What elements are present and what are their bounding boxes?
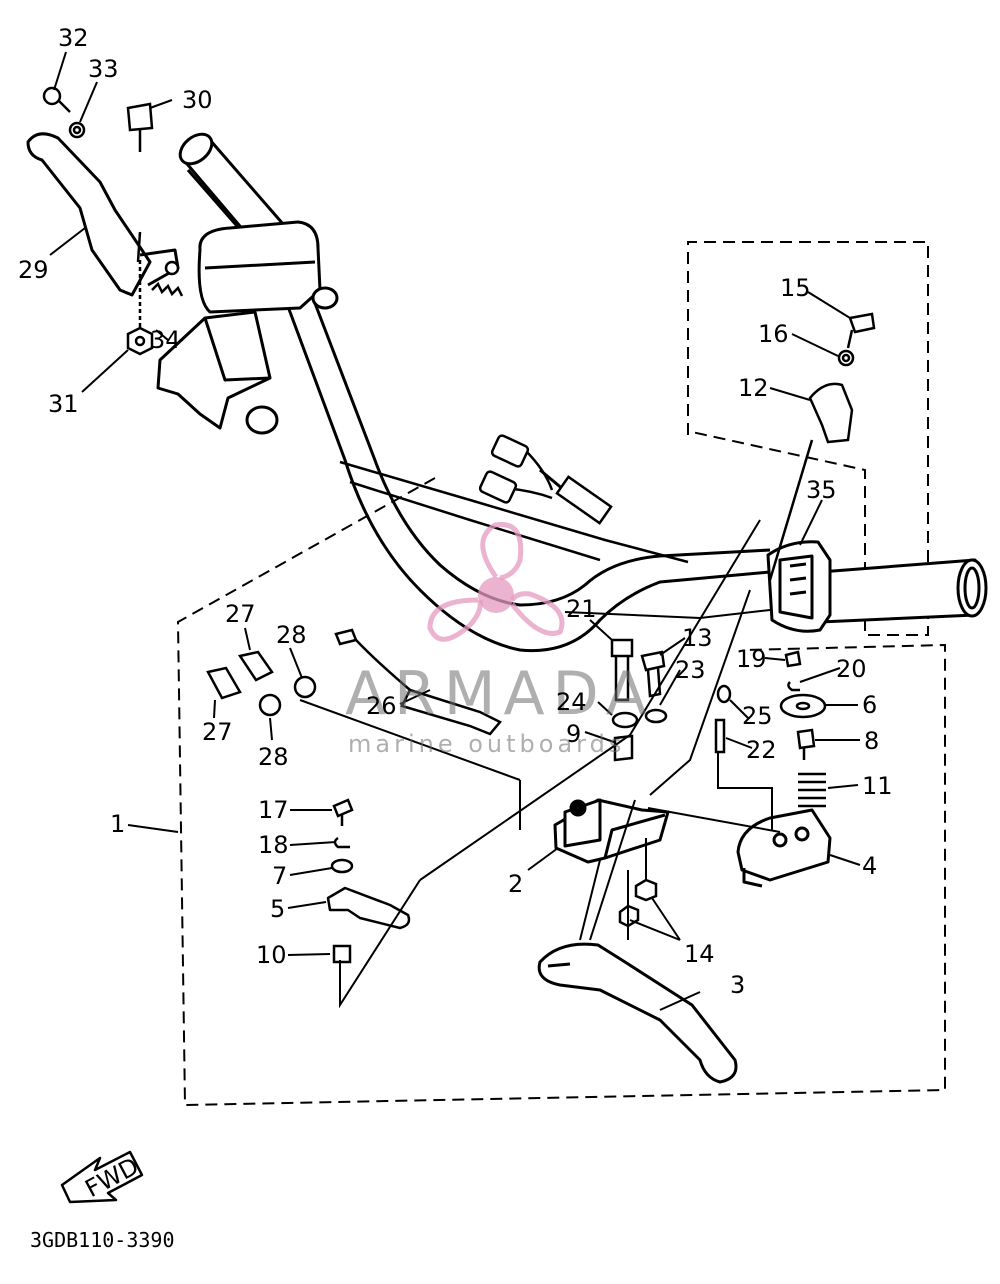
watermark-logo-blade-right	[510, 591, 565, 636]
callout-7: 7	[272, 862, 287, 890]
watermark-brand: ARMADA	[345, 659, 655, 729]
callout-26: 26	[366, 692, 397, 720]
callout-3: 3	[730, 971, 745, 999]
callout-9: 9	[566, 720, 581, 748]
callout-8: 8	[864, 727, 879, 755]
callout-12: 12	[738, 374, 769, 402]
callout-34: 34	[150, 326, 181, 354]
right-grip	[818, 558, 988, 624]
handlebar	[156, 132, 771, 653]
clutch-lever	[26, 132, 180, 297]
callout-28-upper: 28	[276, 621, 307, 649]
callout-31: 31	[48, 390, 79, 418]
callout-30: 30	[182, 86, 213, 114]
callout-labels: 1 2 3 4 5 6 7 8 9 10 11 12 13 14 15 16 1…	[18, 24, 893, 999]
watermark-logo-blade-left	[427, 597, 483, 642]
right-switch-housing	[766, 540, 832, 633]
group-outline-lever-assembly	[176, 477, 946, 1107]
callout-13: 13	[682, 624, 713, 652]
small-hardware-switch	[768, 312, 876, 581]
group-outline-switch	[687, 241, 929, 636]
watermark-tagline: marine outboards	[348, 730, 625, 758]
callout-19: 19	[736, 645, 767, 673]
callout-2: 2	[508, 870, 523, 898]
master-cylinder-bracket	[553, 798, 670, 864]
callout-15: 15	[780, 274, 811, 302]
watermark-logo-hub	[478, 577, 514, 613]
leader-lines	[49, 51, 861, 1011]
callout-29: 29	[18, 256, 49, 284]
wire-harness	[339, 434, 689, 564]
callout-10: 10	[256, 941, 287, 969]
watermark-logo-blade-top	[480, 521, 524, 581]
callout-28-lower: 28	[258, 743, 289, 771]
bracket-part-5	[326, 886, 411, 930]
callout-32: 32	[58, 24, 89, 52]
callout-17: 17	[258, 796, 289, 824]
callout-16: 16	[758, 320, 789, 348]
callout-14: 14	[684, 940, 715, 968]
callout-20: 20	[836, 655, 867, 683]
callout-27-upper: 27	[225, 600, 256, 628]
brake-lever	[537, 942, 738, 1084]
callout-11: 11	[862, 772, 893, 800]
diagram-code: 3GDB110-3390	[30, 1228, 175, 1252]
callout-6: 6	[862, 691, 877, 719]
switch-body-part-4	[736, 808, 832, 888]
callout-4: 4	[862, 852, 877, 880]
callout-22: 22	[746, 736, 777, 764]
callout-18: 18	[258, 831, 289, 859]
small-hardware-left	[42, 86, 184, 356]
callout-5: 5	[270, 895, 285, 923]
callout-27-lower: 27	[202, 718, 233, 746]
watermark-logo	[427, 521, 565, 642]
callout-25: 25	[742, 702, 773, 730]
fwd-arrow-icon	[60, 1150, 144, 1204]
callout-23: 23	[675, 656, 706, 684]
callout-35: 35	[806, 476, 837, 504]
callout-1: 1	[110, 810, 125, 838]
callout-24: 24	[556, 688, 587, 716]
callout-21: 21	[566, 595, 597, 623]
callout-33: 33	[88, 55, 119, 83]
